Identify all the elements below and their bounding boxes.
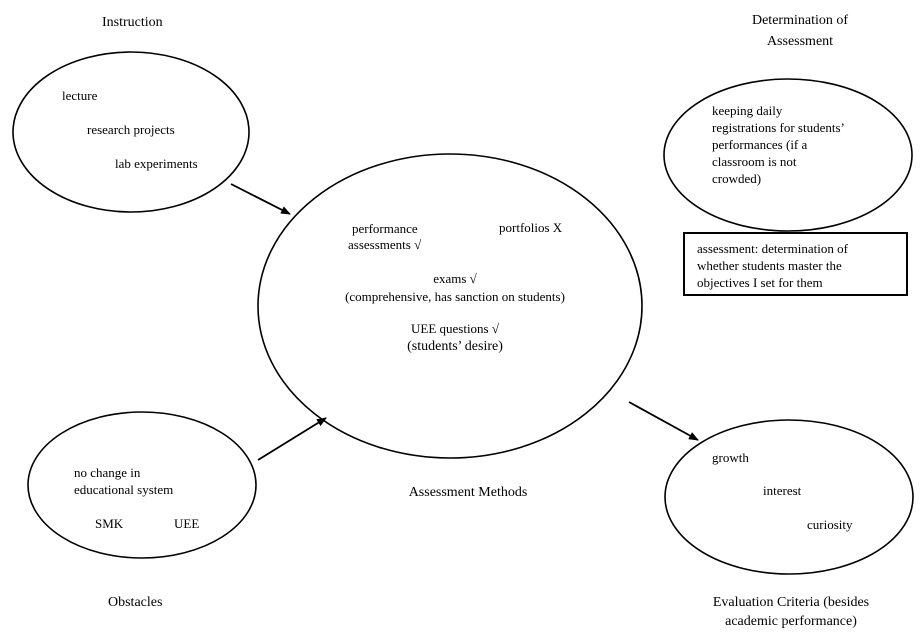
definition-line3: objectives I set for them (697, 275, 823, 290)
instruction-ellipse (12, 51, 250, 213)
instruction-item-research-projects: research projects (87, 122, 175, 137)
determination-item-line3: performances (if a (712, 137, 808, 152)
evaluation-heading-line2: academic performance) (725, 614, 857, 629)
evaluation-item-interest: interest (763, 483, 802, 498)
instruction-item-lab-experiments: lab experiments (115, 156, 198, 171)
definition-line2: whether students master the (697, 258, 842, 273)
definition-box (683, 232, 908, 296)
evaluation-heading-line1: Evaluation Criteria (besides (712, 595, 870, 610)
determination-item-line1: keeping daily (712, 103, 783, 118)
instruction-item-lecture: lecture (62, 88, 98, 103)
determination-item-line2: registrations for students’ (712, 120, 845, 135)
determination-item-line4: classroom is not (712, 154, 797, 169)
obstacles-heading: Obstacles (108, 595, 163, 610)
obstacles-item-smk: SMK (95, 516, 124, 531)
evaluation-ellipse (664, 419, 914, 575)
definition-line1: assessment: determination of (697, 241, 848, 256)
obstacles-item-uee: UEE (174, 516, 200, 531)
arrow-instruction-to-methods (230, 183, 291, 215)
determination-heading-line2: Assessment (766, 34, 834, 49)
instruction-heading: Instruction (102, 15, 163, 30)
arrow-obstacles-to-methods (257, 417, 327, 461)
method-uee-note: (students’ desire) (407, 339, 503, 354)
method-portfolios: portfolios X (499, 220, 563, 235)
methods-ellipse (257, 153, 643, 459)
evaluation-item-curiosity: curiosity (807, 517, 853, 532)
obstacles-line1: no change in (74, 465, 141, 480)
determination-heading-line1: Determination of (751, 13, 849, 28)
determination-ellipse (663, 78, 913, 232)
method-exams: exams √ (433, 271, 477, 286)
evaluation-item-growth: growth (712, 450, 749, 465)
method-uee: UEE questions √ (410, 321, 500, 336)
method-performance-line2: assessments √ (348, 237, 422, 252)
method-performance-line1: performance (352, 221, 418, 236)
obstacles-ellipse (27, 411, 257, 559)
determination-item-line5: crowded) (712, 171, 762, 186)
obstacles-line2: educational system (74, 482, 174, 497)
methods-heading: Assessment Methods (408, 485, 528, 500)
arrow-methods-to-evaluation (628, 401, 699, 441)
method-exams-note: (comprehensive, has sanction on students… (345, 289, 565, 304)
